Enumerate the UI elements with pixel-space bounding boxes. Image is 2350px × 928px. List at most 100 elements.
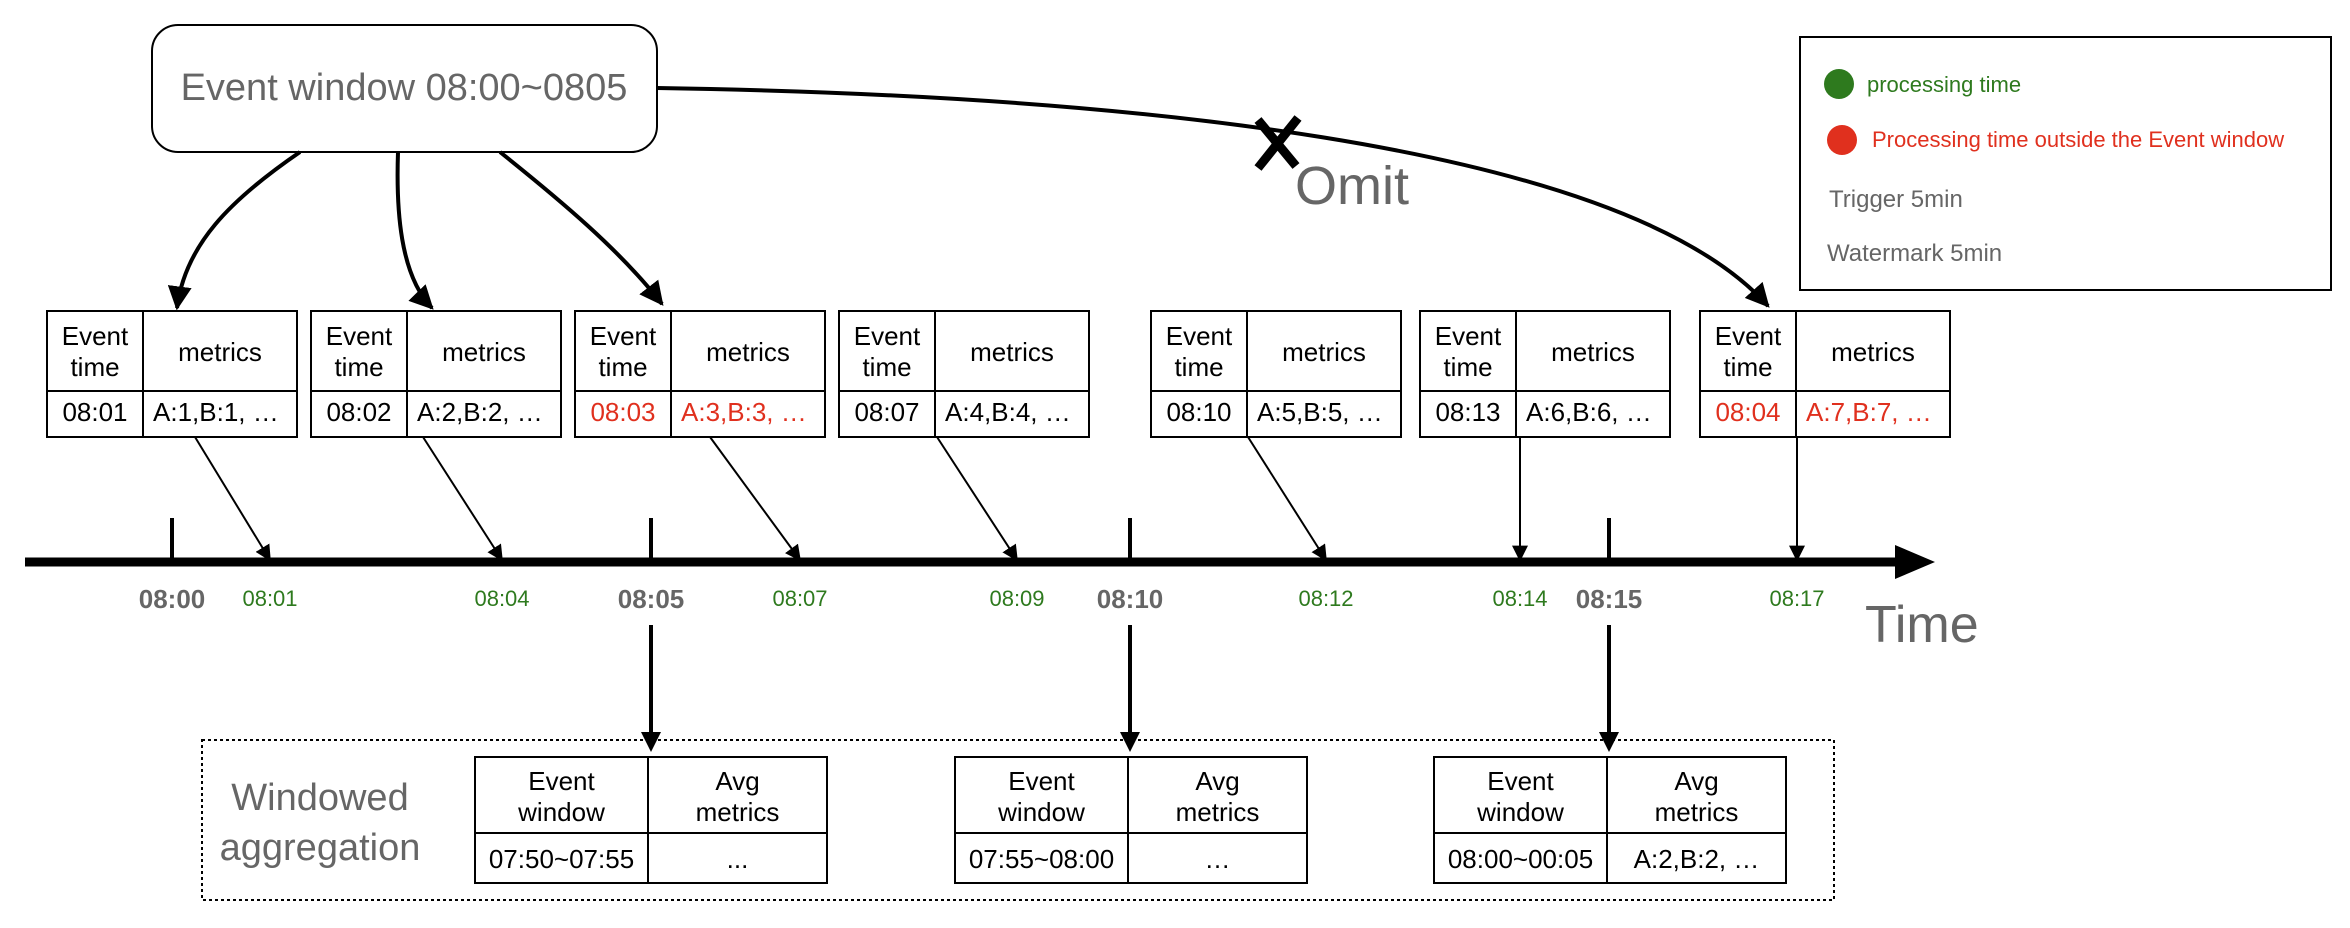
event-time-value: 08:13 [1435,397,1500,427]
aggregation-dotted-border [201,739,1835,901]
metrics-value: A:2,B:2, … [417,397,543,427]
event-time-header: Event [1166,321,1233,351]
event-time-header: time [1723,352,1772,382]
avg-metrics-header: Avg [1674,766,1718,796]
event-time-header: Event [1715,321,1782,351]
green-dot-icon [1824,69,1854,99]
red-dot-icon [1827,125,1857,155]
event-window-arrows [167,86,1770,311]
event-window-header: Event [528,766,595,796]
aggregation-title-line1: Windowed [231,777,408,819]
timeline-arrowhead-icon [1895,545,1935,579]
event-time-value: 08:03 [590,397,655,427]
processing-time-label: 08:01 [242,586,297,611]
trigger-arrowhead-icon [1120,732,1140,752]
timeline-axis-label: Time [1865,596,1979,654]
trigger-arrows [641,625,1619,752]
event-time-header: Event [326,321,393,351]
metrics-value: A:5,B:5, … [1257,397,1383,427]
arrow-to-event-3 [498,150,664,306]
processing-time-leader [422,436,503,562]
event-time-value: 08:07 [854,397,919,427]
metrics-header: metrics [970,337,1054,367]
legend-trigger: Trigger 5min [1829,186,1963,213]
avg-metrics-value: ... [727,844,749,874]
event-time-value: 08:01 [62,397,127,427]
avg-metrics-header: metrics [1655,797,1739,827]
legend-item-outside-window: Processing time outside the Event window [1872,127,2284,152]
trigger-arrowhead-icon [1599,732,1619,752]
event-window-header: Event [1487,766,1554,796]
windowed-aggregation: Windowed aggregation EventwindowAvgmetri… [201,625,1835,901]
avg-metrics-header: metrics [696,797,780,827]
avg-metrics-header: metrics [1176,797,1260,827]
aggregation-tables: EventwindowAvgmetrics07:50~07:55...Event… [474,756,1787,884]
event-time-header: Event [590,321,657,351]
event-window-header: window [517,797,605,827]
processing-time-leader [936,436,1018,562]
legend: processing time Processing time outside … [1799,36,2332,291]
avg-metrics-header: Avg [715,766,759,796]
event-window-header: window [997,797,1085,827]
metrics-header: metrics [1831,337,1915,367]
major-tick-label: 08:10 [1097,584,1164,614]
arrow-to-event-2 [395,151,434,310]
metrics-header: metrics [442,337,526,367]
event-window-box: Event window 08:00~0805 [151,24,658,153]
event-window-header: window [1476,797,1564,827]
trigger-arrowhead-icon [641,732,661,752]
event-time-header: Event [854,321,921,351]
processing-time-leader [194,436,271,562]
arrow-to-event-7 [656,86,1770,308]
event-window-header: Event [1008,766,1075,796]
event-time-header: Event [1435,321,1502,351]
event-time-header: time [1174,352,1223,382]
metrics-header: metrics [706,337,790,367]
major-tick-label: 08:00 [139,584,206,614]
aggregation-title-line2: aggregation [220,827,421,869]
arrow-to-event-1 [167,150,302,311]
metrics-value: A:3,B:3, … [681,397,807,427]
event-time-value: 08:02 [326,397,391,427]
metrics-header: metrics [1551,337,1635,367]
avg-metrics-value: … [1205,844,1231,874]
omit-marker: Omit [1254,115,1409,216]
metrics-value: A:1,B:1, … [153,397,279,427]
avg-metrics-header: Avg [1195,766,1239,796]
aggregation-table: EventwindowAvgmetrics07:50~07:55... [474,756,828,884]
event-window-label: Event window 08:00~0805 [181,67,628,109]
metrics-value: A:7,B:7, … [1806,397,1932,427]
metrics-header: metrics [1282,337,1366,367]
event-time-value: 08:10 [1166,397,1231,427]
event-time-header: Event [62,321,129,351]
legend-watermark: Watermark 5min [1827,240,2002,267]
event-time-header: time [70,352,119,382]
processing-time-label: 08:12 [1298,586,1353,611]
major-tick-label: 08:05 [618,584,685,614]
omit-label: Omit [1295,156,1409,216]
event-window-value: 07:55~08:00 [969,844,1114,874]
event-time-header: time [862,352,911,382]
event-time-value: 08:04 [1715,397,1780,427]
metrics-value: A:6,B:6, … [1526,397,1652,427]
processing-time-label: 08:07 [772,586,827,611]
processing-time-label: 08:14 [1492,586,1547,611]
processing-time-label: 08:17 [1769,586,1824,611]
metrics-value: A:4,B:4, … [945,397,1071,427]
cross-icon [1254,115,1302,171]
avg-metrics-value: A:2,B:2, … [1634,844,1760,874]
event-time-header: time [1443,352,1492,382]
